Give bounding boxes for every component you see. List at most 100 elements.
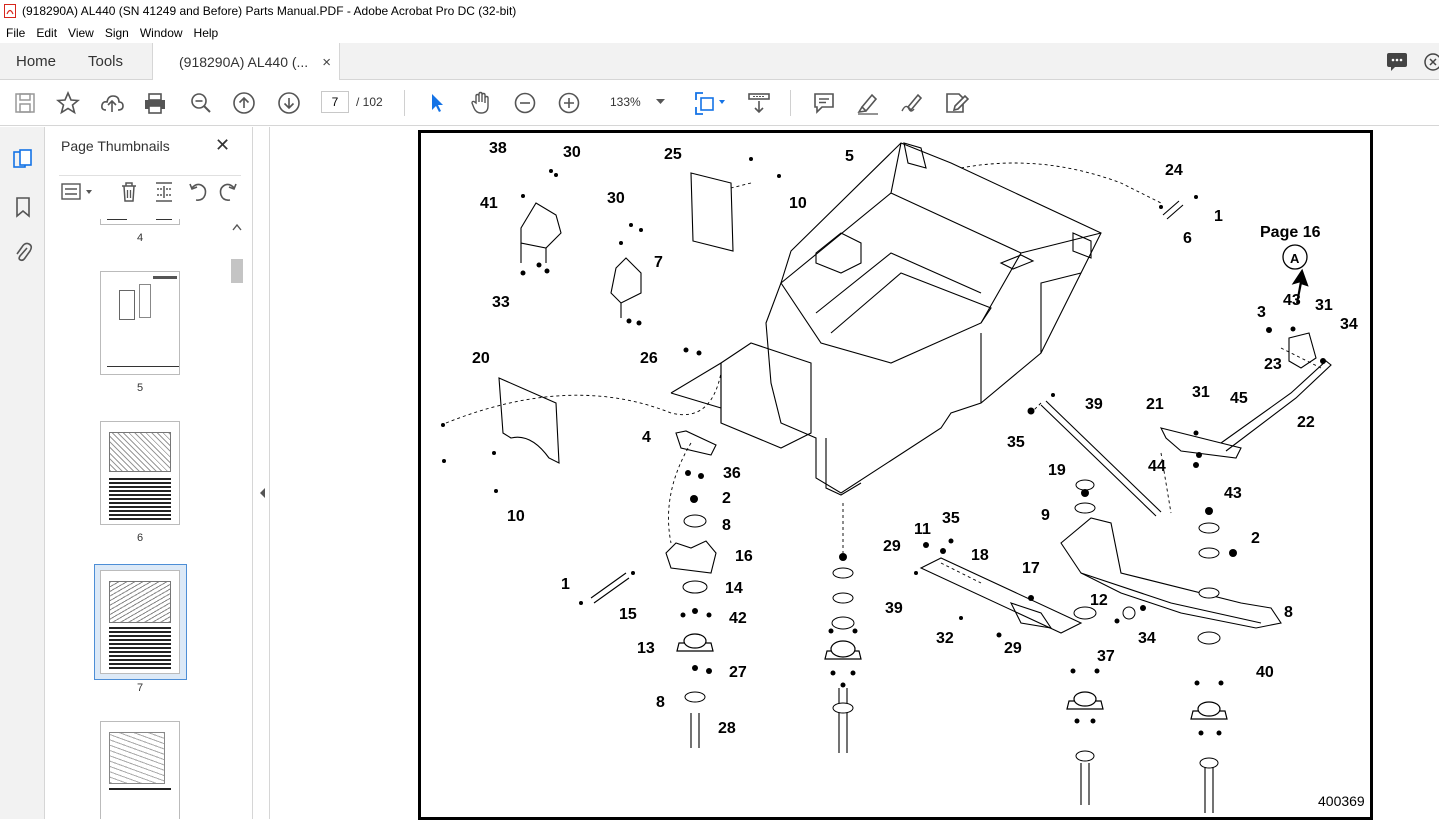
callout: 44 xyxy=(1148,458,1166,475)
callout: 22 xyxy=(1297,414,1315,431)
options-menu-icon[interactable] xyxy=(61,182,95,202)
callout: Page 16 xyxy=(1260,224,1321,241)
upload-cloud-icon[interactable] xyxy=(99,90,125,116)
toolbar: 7 / 102 133% xyxy=(0,80,1439,126)
menu-edit[interactable]: Edit xyxy=(36,25,58,40)
callout: 1 xyxy=(561,576,570,593)
callout: 21 xyxy=(1146,396,1164,413)
callout: 32 xyxy=(936,630,954,647)
thumbnail-label: 7 xyxy=(136,682,144,694)
toolbar-divider xyxy=(790,90,791,116)
tab-tools[interactable]: Tools xyxy=(88,53,124,70)
callout: 6 xyxy=(1183,230,1192,247)
callout-labels: 38 30 25 5 24 1 6 41 30 10 33 7 Page 16 … xyxy=(472,140,1358,737)
menu-sign[interactable]: Sign xyxy=(104,25,129,40)
bookmark-star-icon[interactable] xyxy=(55,90,81,116)
fill-sign-icon[interactable] xyxy=(943,90,969,116)
callout: 2 xyxy=(1251,530,1260,547)
print-icon[interactable] xyxy=(142,90,168,116)
tab-bar: Home Tools (918290A) AL440 (... × xyxy=(0,43,1439,81)
page-number-input[interactable]: 7 xyxy=(321,91,349,113)
window-title: (918290A) AL440 (SN 41249 and Before) Pa… xyxy=(22,4,517,18)
tab-home[interactable]: Home xyxy=(16,53,57,70)
callout: 37 xyxy=(1097,648,1115,665)
attachment-paperclip-icon[interactable] xyxy=(10,239,36,265)
callout: 35 xyxy=(1007,434,1025,451)
tab-document[interactable]: (918290A) AL440 (... × xyxy=(152,43,340,81)
thumbnail-toolbar xyxy=(59,175,241,205)
callout: 23 xyxy=(1264,356,1282,373)
callout: 38 xyxy=(489,140,507,157)
callout: 40 xyxy=(1256,664,1274,681)
thumbnail-scrollbar[interactable] xyxy=(231,219,243,819)
zoom-in-icon[interactable] xyxy=(556,90,582,116)
zoom-out-icon[interactable] xyxy=(512,90,538,116)
callout: 10 xyxy=(507,508,525,525)
fit-page-icon[interactable] xyxy=(692,90,728,116)
next-page-icon[interactable] xyxy=(276,90,302,116)
scroll-up-icon[interactable] xyxy=(232,223,242,231)
callout: 3 xyxy=(1257,304,1266,321)
callout: 30 xyxy=(607,190,625,207)
rotate-counterclockwise-icon[interactable] xyxy=(187,181,209,203)
callout: 41 xyxy=(480,195,498,212)
previous-page-icon[interactable] xyxy=(231,90,257,116)
toolbar-divider xyxy=(404,90,405,116)
panel-splitter[interactable] xyxy=(253,127,270,819)
close-icon[interactable] xyxy=(1424,52,1439,72)
callout: 17 xyxy=(1022,560,1040,577)
scrollbar-thumb[interactable] xyxy=(231,259,243,283)
navigation-rail xyxy=(0,127,45,819)
menu-file[interactable]: File xyxy=(6,25,26,40)
callout: 16 xyxy=(735,548,753,565)
callout: 31 xyxy=(1315,297,1333,314)
rotate-clockwise-icon[interactable] xyxy=(217,181,239,203)
menu-view[interactable]: View xyxy=(68,25,94,40)
callout: 8 xyxy=(1284,604,1293,621)
delete-trash-icon[interactable] xyxy=(119,181,139,203)
thumbnail-page-8[interactable] xyxy=(100,721,180,819)
callout: 8 xyxy=(656,694,665,711)
callout: 29 xyxy=(883,538,901,555)
pdf-page: 38 30 25 5 24 1 6 41 30 10 33 7 Page 16 … xyxy=(418,130,1373,820)
callout: 35 xyxy=(942,510,960,527)
save-icon[interactable] xyxy=(12,90,38,116)
menu-window[interactable]: Window xyxy=(139,25,183,40)
callout: 15 xyxy=(619,606,637,623)
draw-signature-icon[interactable] xyxy=(899,90,925,116)
panel-close-icon[interactable]: ✕ xyxy=(215,135,231,155)
tab-close-icon[interactable]: × xyxy=(322,53,331,71)
scroll-mode-icon[interactable] xyxy=(746,90,772,116)
thumbnail-page-7[interactable] xyxy=(100,570,180,674)
callout: 13 xyxy=(637,640,655,657)
callout: 19 xyxy=(1048,462,1066,479)
thumbnail-page-4[interactable] xyxy=(100,219,180,225)
page-thumbnails-icon[interactable] xyxy=(10,147,36,173)
highlight-pen-icon[interactable] xyxy=(855,90,881,116)
callout: 5 xyxy=(845,148,854,165)
thumbnail-page-5[interactable] xyxy=(100,271,180,375)
callout: 1 xyxy=(1214,208,1223,225)
thumbnail-label: 6 xyxy=(136,532,144,544)
collapse-arrow-icon[interactable] xyxy=(258,487,266,499)
callout: 45 xyxy=(1230,390,1248,407)
callout: 20 xyxy=(472,350,490,367)
bookmark-icon[interactable] xyxy=(10,194,36,220)
callout: 31 xyxy=(1192,384,1210,401)
select-cursor-icon[interactable] xyxy=(424,90,450,116)
zoom-out-search-icon[interactable] xyxy=(188,90,214,116)
document-view[interactable]: 38 30 25 5 24 1 6 41 30 10 33 7 Page 16 … xyxy=(270,127,1439,820)
hand-tool-icon[interactable] xyxy=(468,90,494,116)
extract-pages-icon[interactable] xyxy=(153,181,175,203)
thumbnail-page-6[interactable] xyxy=(100,421,180,525)
page-total: / 102 xyxy=(356,95,383,109)
title-bar: (918290A) AL440 (SN 41249 and Before) Pa… xyxy=(0,0,1439,22)
pdf-file-icon xyxy=(4,4,16,18)
chevron-down-icon xyxy=(656,99,665,104)
add-comment-icon[interactable] xyxy=(811,90,837,116)
menu-help[interactable]: Help xyxy=(193,25,219,40)
zoom-level-dropdown[interactable]: 133% xyxy=(601,91,671,113)
callout: 8 xyxy=(722,517,731,534)
callout: 12 xyxy=(1090,592,1108,609)
comment-icon[interactable] xyxy=(1386,52,1408,72)
